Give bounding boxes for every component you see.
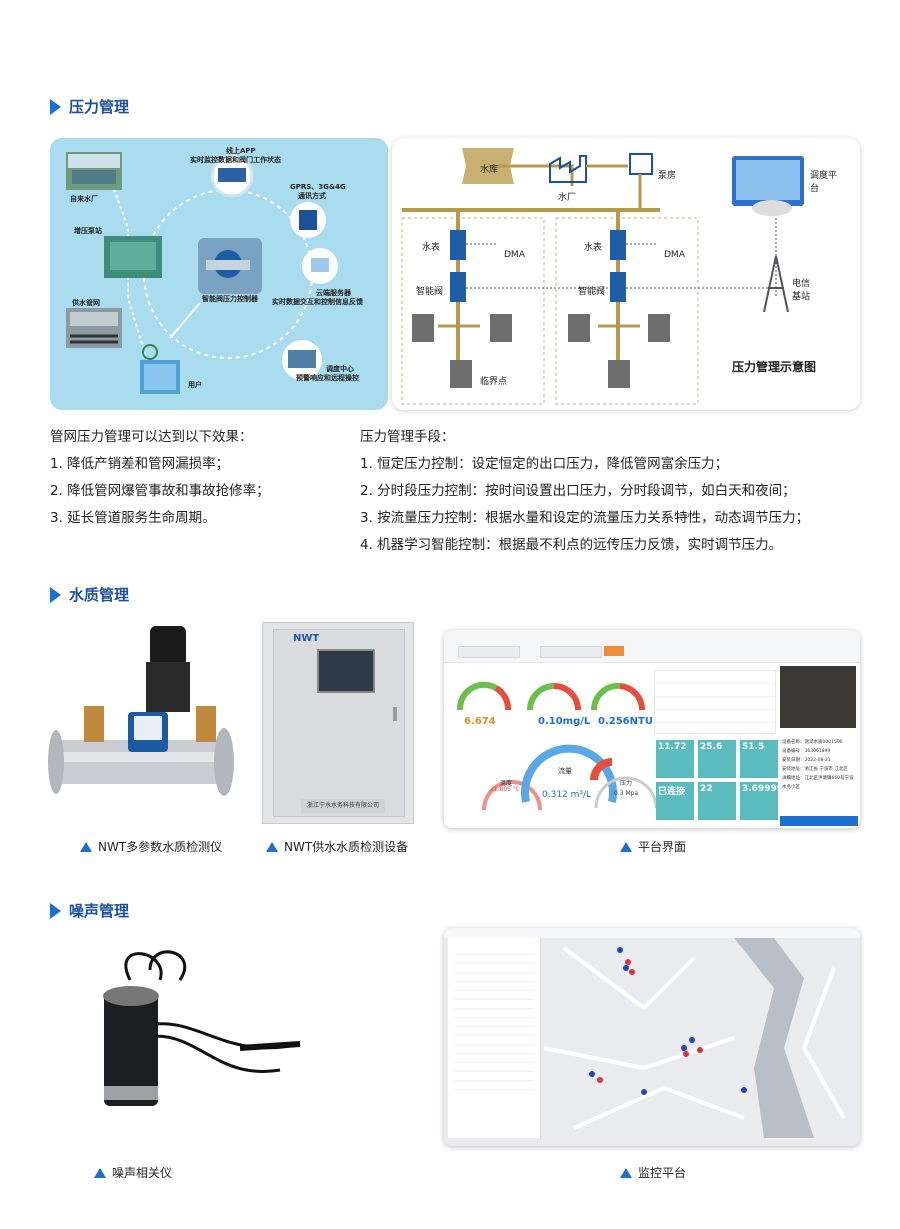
label-dma-2: DMA bbox=[664, 250, 685, 260]
platform-select[interactable] bbox=[540, 646, 602, 658]
effect-item: 2. 降低管网爆管事故和事故抢修率； bbox=[50, 483, 270, 499]
flow-label: 流量 bbox=[558, 767, 572, 775]
triangle-up-icon bbox=[620, 841, 632, 852]
noise-correlator-image bbox=[90, 940, 320, 1120]
water-quality-platform-screenshot: 6.674 0.10mg/L 0.256NTU 温度 21.805 ℃ 流量 0… bbox=[444, 630, 860, 828]
stat-tile: 11.72 bbox=[656, 740, 694, 778]
stat-tile: 22 bbox=[698, 782, 736, 820]
label-booster-station: 增压泵站 bbox=[74, 227, 102, 235]
caption-instrument: NWT多参数水质检测仪 bbox=[80, 838, 222, 855]
effect-item: 1. 降低产销差和管网漏损率； bbox=[50, 456, 230, 472]
pressure-label: 压力 bbox=[620, 780, 633, 787]
label-reservoir: 水库 bbox=[480, 165, 499, 175]
triangle-icon bbox=[50, 586, 61, 603]
label-app: 线上APP bbox=[226, 147, 256, 155]
stat-tile: 51.5 bbox=[740, 740, 778, 778]
data-table bbox=[654, 670, 776, 734]
method-item: 2. 分时段压力控制：按时间设置出口压力，分时段调节，如白天和夜间； bbox=[360, 483, 796, 499]
label-pump-house: 泵房 bbox=[658, 171, 677, 181]
platform-select[interactable] bbox=[458, 646, 520, 658]
pressure-schematic: 水库 水厂 泵房 调度平台 水表 DMA 智能阀 水表 DMA 智能阀 临界点 … bbox=[392, 138, 860, 410]
label-critical-point: 临界点 bbox=[480, 377, 508, 387]
cabinet-handle bbox=[393, 707, 397, 721]
caption-platform: 平台界面 bbox=[620, 838, 686, 855]
cabinet-brand: NWT bbox=[293, 633, 320, 644]
label-app-desc: 实时监控数据和阀门工作状态 bbox=[190, 156, 281, 164]
map-topbar bbox=[444, 928, 860, 938]
label-dispatch-desc: 预警响应和远程操控 bbox=[296, 374, 359, 382]
method-item: 1. 恒定压力控制：设定恒定的出口压力，降低管网富余压力； bbox=[360, 456, 729, 472]
label-user: 用户 bbox=[188, 381, 202, 389]
stat-tile: 已连接 bbox=[656, 782, 694, 820]
map-graphic bbox=[543, 938, 846, 1138]
system-loop-graphic bbox=[66, 152, 338, 394]
label-valve-controller: 智能阀压力控制器 bbox=[202, 295, 258, 303]
gauge bbox=[456, 681, 512, 711]
label-water-plant: 自来水厂 bbox=[70, 195, 98, 203]
caption-noise-device: 噪声相关仪 bbox=[94, 1164, 172, 1181]
device-list-panel bbox=[448, 938, 541, 1138]
flow-value: 0.312 m³/L bbox=[542, 790, 592, 800]
label-cloud: 云端服务器 bbox=[316, 289, 351, 297]
label-valve-1: 智能阀 bbox=[416, 287, 444, 297]
stat-tile: 3.69999 bbox=[740, 782, 783, 820]
cabinet-screen bbox=[317, 649, 375, 693]
monitoring-platform-screenshot bbox=[444, 928, 860, 1146]
gauge bbox=[590, 682, 646, 711]
device-info: 设备名称：测试水质0001590 设备编号：363061899 安装日期：202… bbox=[782, 740, 854, 790]
effects-block: 管网压力管理可以达到以下效果： 1. 降低产销差和管网漏损率； 2. 降低管网爆… bbox=[50, 424, 270, 532]
gauge-value: 0.256NTU bbox=[598, 716, 653, 727]
label-telecom: 电信基站 bbox=[792, 279, 811, 302]
label-dma-1: DMA bbox=[504, 250, 525, 260]
pressure-value: 0.3 Mpa bbox=[614, 790, 639, 797]
stat-tile: 25.6 bbox=[698, 740, 736, 778]
pressure-system-diagram: 自来水厂 增压泵站 供水管网 用户 智能阀压力控制器 线上APP 实时监控数据和… bbox=[50, 138, 388, 410]
effect-item: 3. 延长管道服务生命周期。 bbox=[50, 510, 216, 526]
label-comm: 通讯方式 bbox=[298, 192, 326, 200]
label-dispatch: 调度中心 bbox=[326, 365, 354, 373]
label-dispatch-platform: 调度平台 bbox=[810, 171, 838, 194]
methods-title: 压力管理手段： bbox=[360, 429, 455, 445]
temp-label: 温度 bbox=[500, 780, 513, 787]
label-cloud-desc: 实时数据交互和控制信息反馈 bbox=[272, 298, 363, 306]
section-title-pressure: 压力管理 bbox=[50, 96, 129, 117]
cabinet-nameplate: 浙江宁水水务科技有限公司 bbox=[301, 799, 385, 813]
method-item: 3. 按流量压力控制：根据水量和设定的流量压力关系特性，动态调节压力； bbox=[360, 510, 810, 526]
label-meter-1: 水表 bbox=[422, 243, 441, 253]
label-valve-2: 智能阀 bbox=[578, 287, 606, 297]
gauge bbox=[527, 683, 581, 711]
gauge-value: 0.10mg/L bbox=[538, 716, 591, 727]
device-list bbox=[454, 946, 534, 1096]
platform-query-button[interactable] bbox=[604, 646, 624, 656]
triangle-icon bbox=[50, 902, 61, 919]
temp-value: 21.805 ℃ bbox=[490, 786, 520, 793]
triangle-up-icon bbox=[266, 841, 278, 852]
platform-toolbar bbox=[444, 630, 860, 663]
label-gprs: GPRS、3G&4G bbox=[290, 183, 346, 191]
device-photo bbox=[780, 666, 856, 728]
pipe-schematic-graphic bbox=[401, 148, 804, 405]
methods-block: 压力管理手段： 1. 恒定压力控制：设定恒定的出口压力，降低管网富余压力； 2.… bbox=[360, 424, 809, 559]
caption-monitor-platform: 监控平台 bbox=[620, 1164, 686, 1181]
triangle-up-icon bbox=[620, 1167, 632, 1178]
water-quality-cabinet-image: NWT 浙江宁水水务科技有限公司 bbox=[262, 622, 414, 824]
triangle-icon bbox=[50, 98, 61, 115]
gauges-graphic bbox=[456, 681, 658, 811]
section-title-water-quality: 水质管理 bbox=[50, 584, 129, 605]
triangle-up-icon bbox=[94, 1167, 106, 1178]
label-meter-2: 水表 bbox=[584, 243, 603, 253]
method-item: 4. 机器学习智能控制：根据最不利点的远传压力反馈，实时调节压力。 bbox=[360, 537, 783, 553]
section-title-noise: 噪声管理 bbox=[50, 900, 129, 921]
label-plant: 水厂 bbox=[558, 193, 577, 203]
platform-footer-button[interactable] bbox=[780, 816, 858, 826]
triangle-up-icon bbox=[80, 841, 92, 852]
multi-param-instrument-image bbox=[46, 620, 236, 820]
gauge-value: 6.674 bbox=[464, 716, 496, 727]
effects-title: 管网压力管理可以达到以下效果： bbox=[50, 429, 253, 445]
stat-tiles: 11.72 25.6 51.5 已连接 22 3.69999 bbox=[656, 740, 783, 820]
label-pipe-network: 供水管网 bbox=[72, 299, 100, 307]
caption-cabinet: NWT供水水质检测设备 bbox=[266, 838, 408, 855]
schematic-title: 压力管理示意图 bbox=[732, 360, 817, 374]
